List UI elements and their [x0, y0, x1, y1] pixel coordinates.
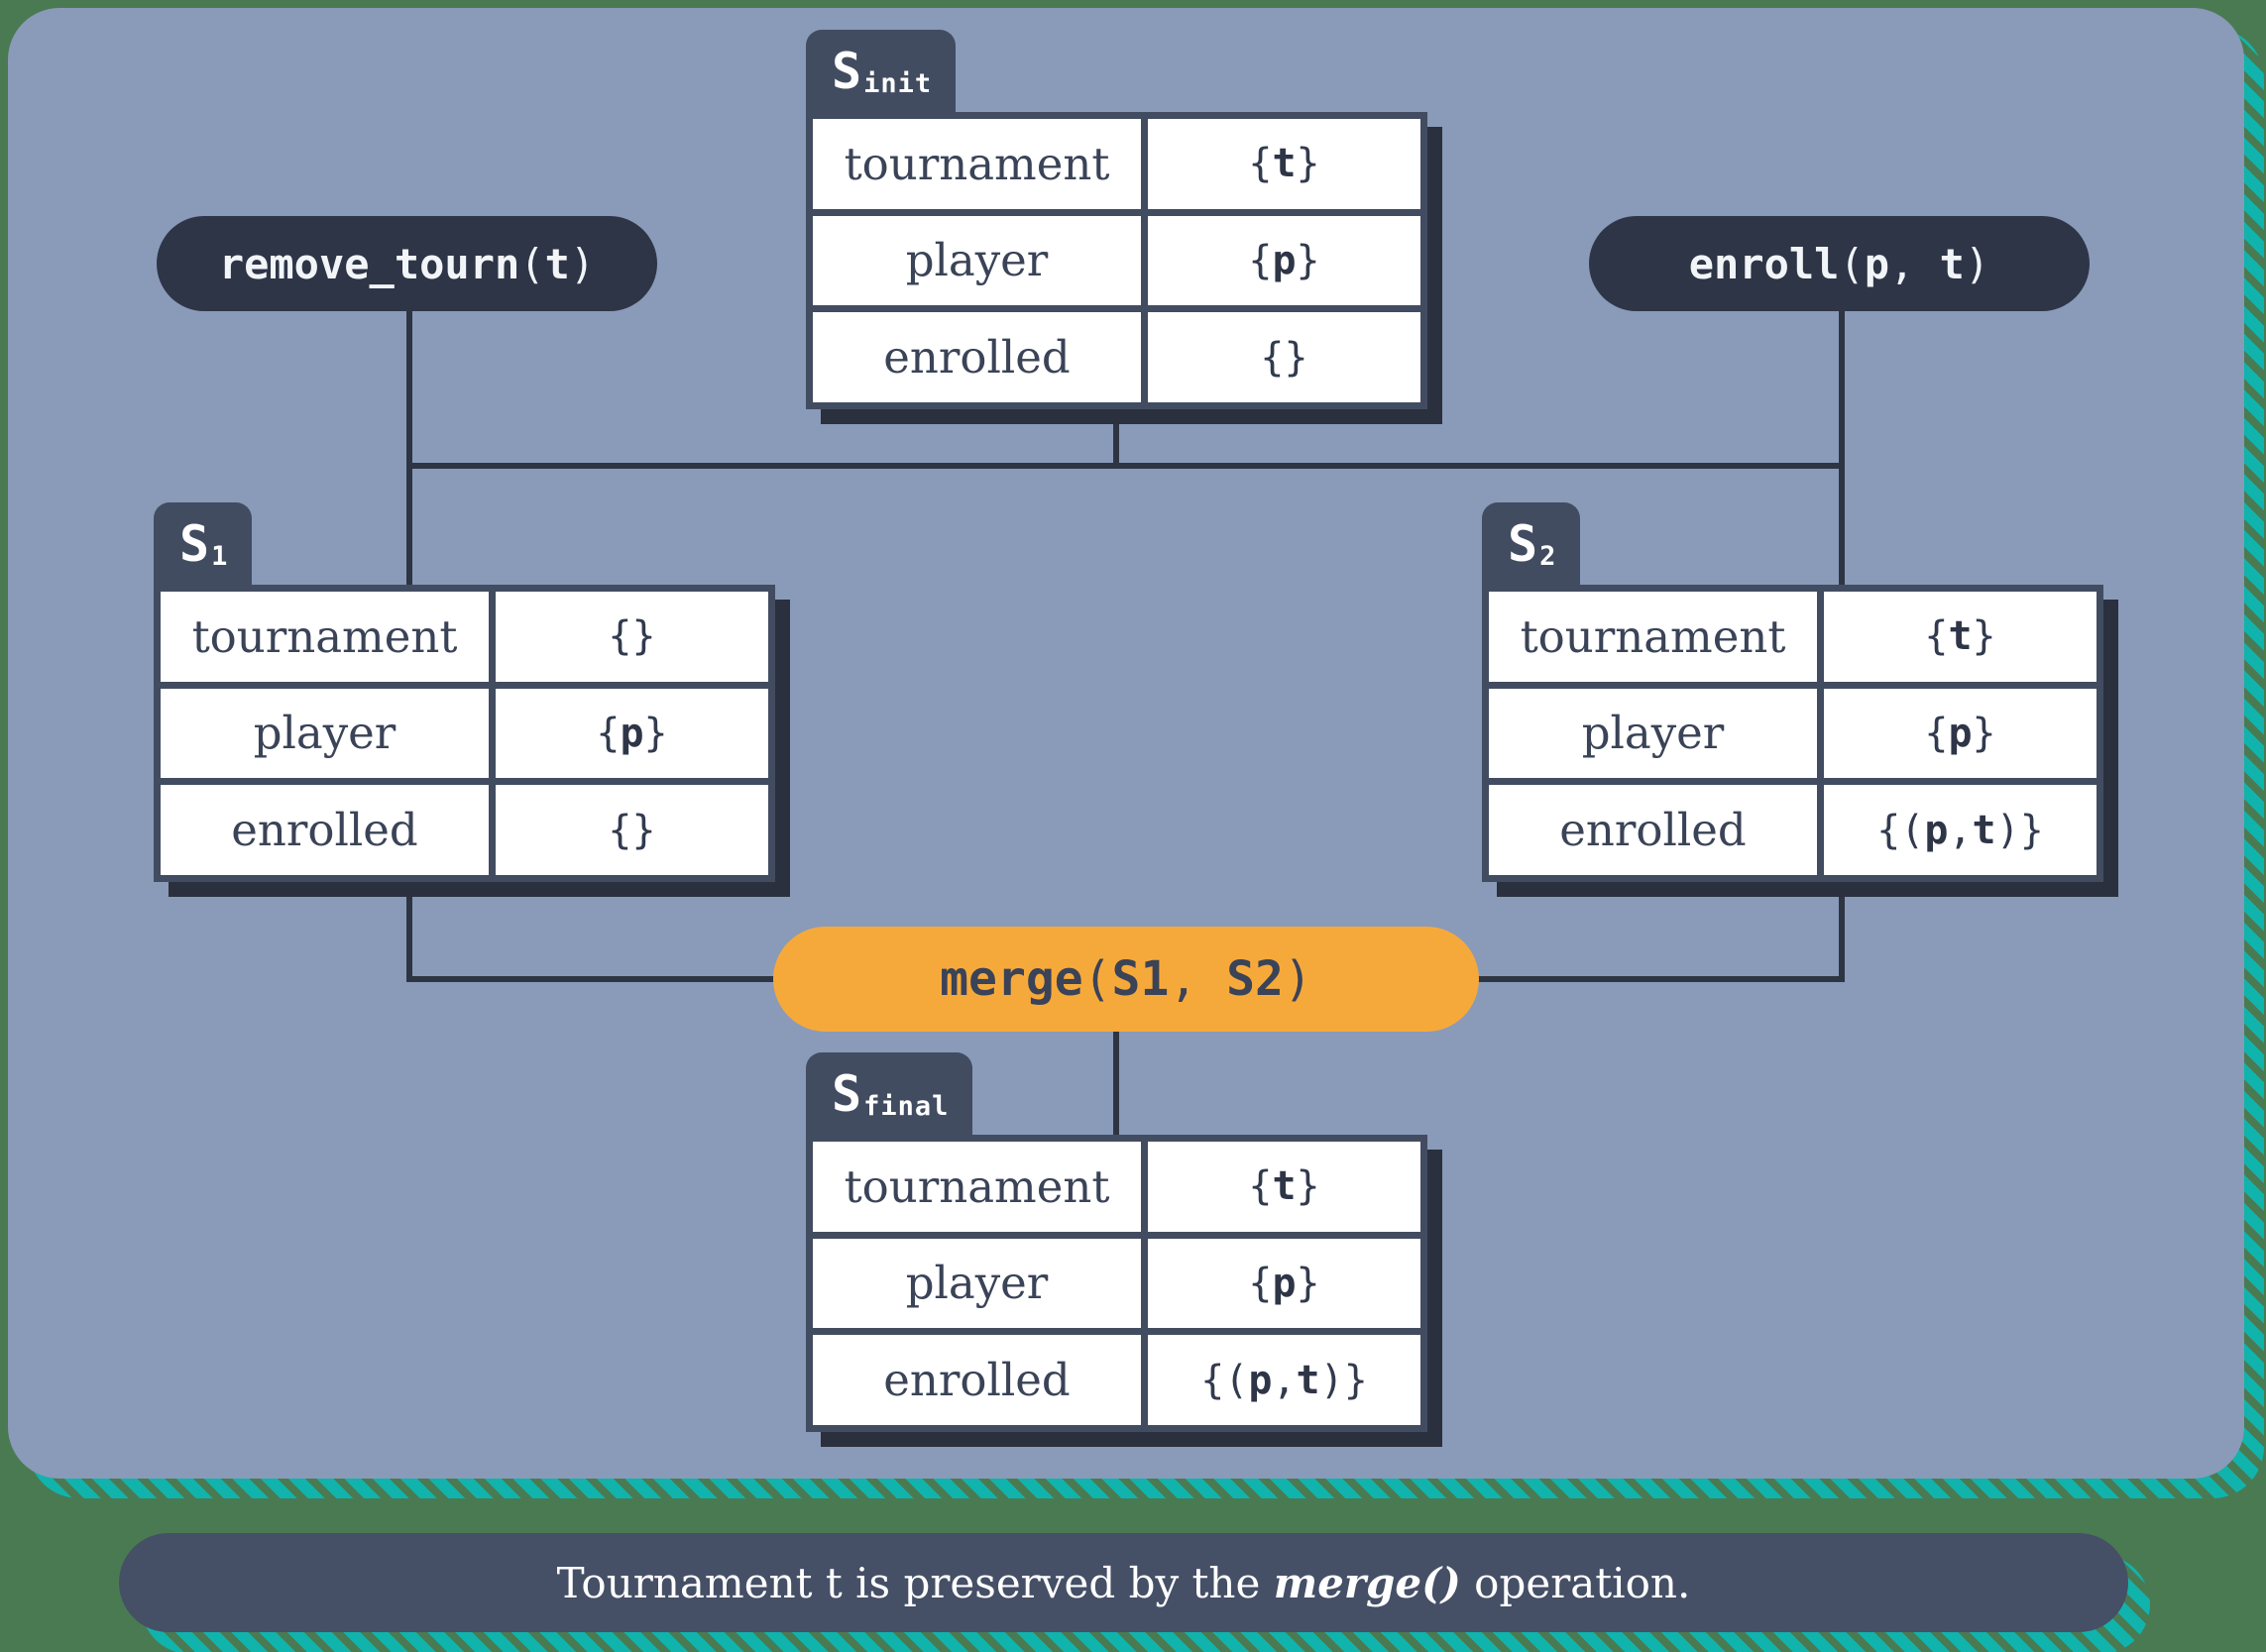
connector-enroll-to-s2	[1839, 310, 1845, 588]
connector-s1-to-merge	[406, 976, 783, 982]
field-value: {t}	[1148, 1142, 1420, 1232]
state-table-s2: S 2 tournament {t} player {p} enrolled {…	[1482, 502, 2103, 882]
field-name: enrolled	[1489, 785, 1818, 875]
state-tab-s-init: S init	[806, 30, 957, 112]
tab-base-label: S	[832, 1064, 862, 1123]
field-value: {}	[496, 785, 768, 875]
op-pill-merge: merge(S1, S2)	[773, 927, 1479, 1032]
op-label-enroll: enroll(p, t)	[1688, 239, 1990, 288]
field-name: tournament	[161, 592, 490, 682]
field-value: {p}	[1824, 688, 2096, 779]
tab-base-label: S	[179, 514, 210, 573]
field-value: {p}	[1148, 1238, 1420, 1329]
state-table-s1: S 1 tournament {} player {p} enrolled {}	[154, 502, 775, 882]
caption-bar: Tournament t is preserved by the merge()…	[119, 1533, 2128, 1632]
state-tab-s1: S 1	[154, 502, 253, 585]
field-name: enrolled	[813, 312, 1142, 402]
state-tab-s-final: S final	[806, 1052, 973, 1135]
connector-remove-to-s1	[406, 310, 412, 588]
state-grid: tournament {t} player {p} enrolled {}	[806, 112, 1427, 409]
connector-merge-to-sfinal	[1113, 1031, 1119, 1135]
field-value: {t}	[1148, 119, 1420, 209]
field-name: enrolled	[161, 785, 490, 875]
field-value: {t}	[1824, 592, 2096, 682]
field-name: player	[1489, 688, 1818, 779]
field-value: {}	[496, 592, 768, 682]
field-name: player	[813, 1238, 1142, 1329]
state-table-s-final: S final tournament {t} player {p} enroll…	[806, 1052, 1427, 1432]
field-name: player	[161, 688, 490, 779]
op-label-merge: merge(S1, S2)	[940, 951, 1312, 1007]
state-table-s-init: S init tournament {t} player {p} enrolle…	[806, 30, 1427, 409]
op-pill-remove-tourn: remove_tourn(t)	[157, 216, 657, 311]
field-value: {(p, t)}	[1824, 785, 2096, 875]
field-value: {(p, t)}	[1148, 1335, 1420, 1425]
op-pill-enroll: enroll(p, t)	[1589, 216, 2090, 311]
caption-highlight: merge()	[1273, 1558, 1461, 1607]
field-name: tournament	[813, 119, 1142, 209]
tab-sub-label: final	[863, 1091, 950, 1122]
tab-base-label: S	[832, 42, 862, 100]
connector-sinit-down	[1113, 409, 1119, 469]
field-name: enrolled	[813, 1335, 1142, 1425]
state-grid: tournament {t} player {p} enrolled {(p, …	[806, 1135, 1427, 1432]
tab-sub-label: 1	[211, 541, 229, 572]
field-value: {p}	[496, 688, 768, 779]
state-grid: tournament {} player {p} enrolled {}	[154, 585, 775, 882]
connector-s2-down	[1839, 880, 1845, 979]
connector-s2-to-merge	[1469, 976, 1845, 982]
tab-base-label: S	[1508, 514, 1538, 573]
caption-prefix: Tournament t is preserved by the	[556, 1558, 1274, 1607]
field-value: {}	[1148, 312, 1420, 402]
field-name: tournament	[813, 1142, 1142, 1232]
connector-branch-horizontal	[406, 463, 1845, 469]
field-name: tournament	[1489, 592, 1818, 682]
tab-sub-label: init	[863, 68, 933, 99]
connector-s1-down	[406, 880, 412, 979]
op-label-remove-tourn: remove_tourn(t)	[218, 239, 596, 288]
field-value: {p}	[1148, 215, 1420, 306]
field-name: player	[813, 215, 1142, 306]
tab-sub-label: 2	[1539, 541, 1557, 572]
state-grid: tournament {t} player {p} enrolled {(p, …	[1482, 585, 2103, 882]
caption-suffix: operation.	[1460, 1558, 1691, 1607]
state-tab-s2: S 2	[1482, 502, 1581, 585]
